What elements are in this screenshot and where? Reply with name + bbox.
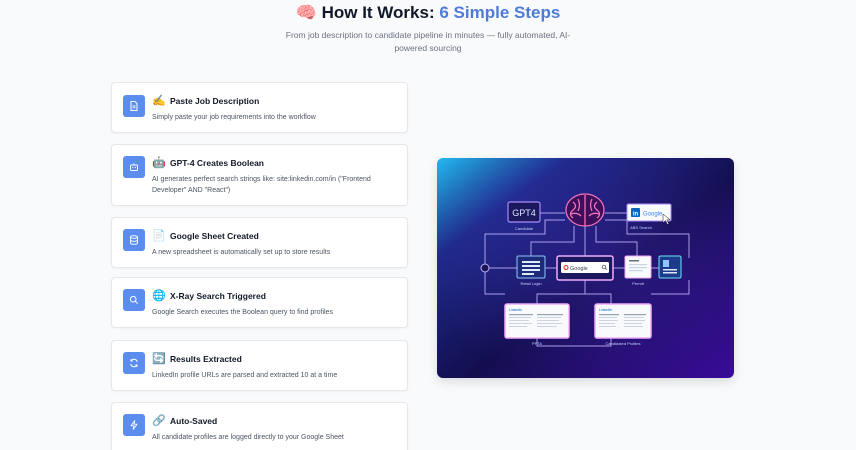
page-title: 🧠 How It Works: 6 Simple Steps bbox=[0, 3, 856, 23]
step-description: All candidate profiles are logged direct… bbox=[152, 434, 344, 441]
page-emoji-icon: 📄 bbox=[152, 230, 166, 242]
search-text: Google bbox=[570, 266, 588, 272]
profile-right-title: LinkedIn bbox=[599, 308, 612, 312]
gpt4-caption: Candidate bbox=[515, 226, 534, 231]
brain-icon: 🧠 bbox=[295, 3, 317, 22]
page-subtitle: From job description to candidate pipeli… bbox=[285, 30, 571, 53]
step-card-google-sheet-created[interactable]: 📄 Google Sheet Created A new spreadsheet… bbox=[111, 217, 408, 268]
central-search-card: Google bbox=[556, 255, 614, 281]
step-description: AI generates perfect search strings like… bbox=[152, 176, 371, 194]
globe-icon: 🌐 bbox=[152, 290, 166, 302]
abs-caption: ABS Search bbox=[630, 225, 652, 230]
cursor-icon bbox=[662, 213, 671, 225]
writing-hand-icon: ✍️ bbox=[152, 95, 166, 107]
title-text: How It Works: bbox=[321, 3, 435, 22]
retail-login-node: Retail Login bbox=[516, 255, 546, 286]
title-accent: 6 Simple Steps bbox=[439, 3, 561, 22]
step-card-gpt4-creates-boolean[interactable]: 🤖 GPT-4 Creates Boolean AI generates per… bbox=[111, 144, 408, 206]
step-title: Auto-Saved bbox=[170, 416, 218, 426]
brain-graphic bbox=[565, 193, 605, 227]
linkedin-google-card: in Google ABS Search bbox=[626, 203, 672, 230]
profile-left-title: LinkedIn bbox=[509, 308, 522, 312]
robot-icon bbox=[123, 156, 145, 178]
lightning-icon bbox=[123, 414, 145, 436]
step-title: GPT-4 Creates Boolean bbox=[170, 158, 265, 168]
step-description: A new spreadsheet is automatically set u… bbox=[152, 249, 331, 256]
arrows-emoji-icon: 🔄 bbox=[152, 353, 166, 365]
permit-node: Permit bbox=[624, 255, 652, 286]
step-card-paste-job-description[interactable]: ✍️ Paste Job Description Simply paste yo… bbox=[111, 82, 408, 133]
retail-caption: Retail Login bbox=[520, 281, 541, 286]
profile-badge-node bbox=[658, 255, 682, 279]
junction-node bbox=[480, 263, 490, 273]
gpt4-node: GPT4 Candidate bbox=[507, 201, 541, 231]
ppta-caption: PPTA bbox=[532, 341, 542, 346]
step-title: Paste Job Description bbox=[170, 96, 260, 106]
step-title: Results Extracted bbox=[170, 354, 242, 364]
linkedin-badge: in bbox=[633, 211, 639, 217]
link-icon: 🔗 bbox=[152, 415, 166, 427]
workflow-illustration: GPT4 Candidate in Google ABS Search bbox=[437, 158, 734, 378]
search-icon bbox=[123, 289, 145, 311]
step-title: X-Ray Search Triggered bbox=[170, 291, 266, 301]
step-description: Google Search executes the Boolean query… bbox=[152, 309, 333, 316]
step-title: Google Sheet Created bbox=[170, 231, 259, 241]
database-icon bbox=[123, 229, 145, 251]
robot-emoji-icon: 🤖 bbox=[152, 157, 166, 169]
candidated-profiles-card: LinkedIn Candidated Profiles bbox=[594, 303, 652, 346]
connector-lines bbox=[484, 212, 690, 347]
gpt4-label: GPT4 bbox=[512, 208, 536, 218]
refresh-icon bbox=[123, 352, 145, 374]
step-card-results-extracted[interactable]: 🔄 Results Extracted LinkedIn profile URL… bbox=[111, 340, 408, 391]
candidated-caption: Candidated Profiles bbox=[606, 341, 641, 346]
step-description: Simply paste your job requirements into … bbox=[152, 114, 316, 121]
document-icon bbox=[123, 95, 145, 117]
step-card-x-ray-search-triggered[interactable]: 🌐 X-Ray Search Triggered Google Search e… bbox=[111, 277, 408, 328]
ppta-profile-card: LinkedIn PPTA bbox=[504, 303, 570, 346]
google-text: Google bbox=[643, 212, 663, 218]
step-card-auto-saved[interactable]: 🔗 Auto-Saved All candidate profiles are … bbox=[111, 402, 408, 450]
permit-caption: Permit bbox=[632, 281, 644, 286]
step-description: LinkedIn profile URLs are parsed and ext… bbox=[152, 372, 338, 379]
